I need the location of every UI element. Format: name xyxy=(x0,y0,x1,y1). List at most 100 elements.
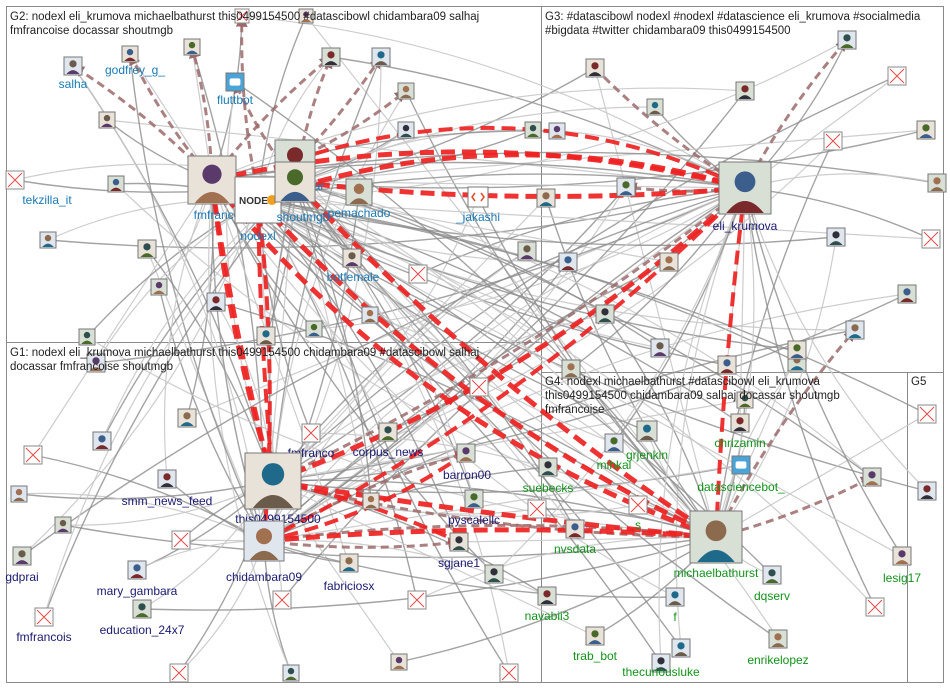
vertex-fmfranco[interactable]: fmfranco xyxy=(187,155,241,222)
vertex-unlabeled-avatar[interactable] xyxy=(371,47,391,67)
vertex-unlabeled-broken[interactable] xyxy=(917,404,937,424)
vertex-barron00[interactable]: barron00 xyxy=(443,443,491,482)
vertex-godfrey-g-[interactable]: godfrey_g_ xyxy=(105,45,165,77)
vertex-dqserv[interactable]: dqserv xyxy=(754,565,790,603)
vertex-pyscalellc[interactable]: pyscalellc xyxy=(448,489,500,527)
vertex-michaelbathurst[interactable]: michaelbathurst xyxy=(674,510,759,580)
vertex-unlabeled-avatar[interactable] xyxy=(54,516,72,534)
vertex-unlabeled-avatar[interactable] xyxy=(548,122,566,140)
vertex-unlabeled-avatar[interactable] xyxy=(282,664,300,682)
vertex--jakashi[interactable]: _jakashi xyxy=(455,186,500,224)
vertex-unlabeled-broken[interactable] xyxy=(234,8,250,24)
vertex-unlabeled-avatar[interactable] xyxy=(735,81,755,101)
vertex-pemachado[interactable]: pemachado xyxy=(328,178,391,220)
vertex-fluttbot[interactable]: fluttbot xyxy=(217,72,254,107)
vertex-unlabeled-avatar[interactable] xyxy=(837,30,857,50)
vertex-unlabeled-avatar[interactable] xyxy=(390,653,408,671)
vertex-tekzilla-it[interactable]: tekzilla_it xyxy=(5,170,72,207)
vertex-unlabeled-avatar[interactable] xyxy=(177,408,197,428)
vertex-enrikelopez[interactable]: enrikelopez xyxy=(747,629,809,667)
vertex-datasciencebot-[interactable]: datasciencebot_ xyxy=(697,455,785,494)
vertex-unlabeled-avatar[interactable] xyxy=(536,188,556,208)
vertex-unlabeled-avatar[interactable] xyxy=(517,241,537,261)
vertex-unlabeled-avatar[interactable] xyxy=(897,284,917,304)
vertex-unlabeled-avatar[interactable] xyxy=(787,340,807,360)
vertex-chidambara09[interactable]: chidambara09 xyxy=(226,520,302,584)
vertex-thecuriousluke[interactable]: thecuriousluke xyxy=(622,653,700,679)
vertex-unlabeled-avatar[interactable] xyxy=(558,252,578,272)
vertex-unlabeled-avatar[interactable] xyxy=(659,252,679,272)
vertex-unlabeled-avatar[interactable] xyxy=(86,353,106,373)
vertex-f[interactable]: f xyxy=(665,587,685,624)
vertex-unlabeled-avatar[interactable] xyxy=(595,304,615,324)
vertex-unlabeled-broken[interactable] xyxy=(865,597,885,617)
vertex-unlabeled-broken[interactable] xyxy=(499,663,519,683)
vertex-unlabeled-avatar[interactable] xyxy=(107,175,125,193)
vertex-unlabeled-avatar[interactable] xyxy=(305,320,323,338)
vertex-botfemale[interactable]: botfemale xyxy=(327,248,380,284)
vertex-mary-gambara[interactable]: mary_gambara xyxy=(97,560,178,598)
vertex-mihkal[interactable]: mihkal xyxy=(597,433,632,472)
vertex-unlabeled-avatar[interactable] xyxy=(397,82,415,100)
vertex-unlabeled-avatar[interactable] xyxy=(298,8,314,24)
vertex-unlabeled-avatar[interactable] xyxy=(561,359,581,379)
vertex-education-24x7[interactable]: education_24x7 xyxy=(100,599,185,637)
vertex-unlabeled-avatar[interactable] xyxy=(650,338,670,358)
vertex-unlabeled-avatar[interactable] xyxy=(917,481,937,501)
vertex-unlabeled-avatar[interactable] xyxy=(150,278,168,296)
vertex-grjenkin[interactable]: grjenkin xyxy=(626,420,668,462)
vertex-trab-bot[interactable]: trab_bot xyxy=(573,626,618,663)
vertex-lesig17[interactable]: lesig17 xyxy=(883,546,921,585)
vertex-unlabeled-broken[interactable] xyxy=(887,66,907,86)
vertex-s[interactable]: s xyxy=(628,495,648,532)
vertex-unlabeled-avatar[interactable] xyxy=(183,38,201,56)
vertex-unlabeled-avatar[interactable] xyxy=(98,111,116,129)
vertex-unlabeled-avatar[interactable] xyxy=(826,227,846,247)
vertex-suebecks[interactable]: suebecks xyxy=(523,457,574,495)
vertex-unlabeled-avatar[interactable] xyxy=(321,47,341,67)
vertex-unlabeled-avatar[interactable] xyxy=(39,231,57,249)
vertex-chrizamin[interactable]: chrizamin xyxy=(714,413,766,450)
vertex-unlabeled-broken[interactable] xyxy=(407,590,427,610)
vertex-salha[interactable]: salha xyxy=(59,56,88,91)
vertex-smm-news-feed[interactable]: smm_news_feed xyxy=(122,469,213,508)
vertex-unlabeled-avatar[interactable] xyxy=(646,98,664,116)
vertex-unlabeled-avatar[interactable] xyxy=(362,492,380,510)
vertex-shoutmgb[interactable]: shoutmgb xyxy=(274,161,330,224)
vertex-unlabeled-avatar[interactable] xyxy=(717,355,737,375)
vertex-unlabeled-broken[interactable] xyxy=(527,499,547,519)
vertex-unlabeled-avatar[interactable] xyxy=(927,173,947,193)
vertex-gdprai[interactable]: gdprai xyxy=(5,546,39,584)
vertex-unlabeled-avatar[interactable] xyxy=(671,638,691,658)
vertex-unlabeled-broken[interactable] xyxy=(408,264,428,284)
vertex-navabii3[interactable]: navabii3 xyxy=(525,586,570,623)
vertex-unlabeled-avatar[interactable] xyxy=(862,467,882,487)
vertex-unlabeled-avatar[interactable] xyxy=(524,121,542,139)
vertex-unlabeled-avatar[interactable] xyxy=(397,121,415,139)
vertex-eli-krumova[interactable]: eli_krumova xyxy=(713,161,778,233)
vertex-nvsdata[interactable]: nvsdata xyxy=(554,519,596,556)
vertex-corpus-news[interactable]: corpus_news xyxy=(353,422,424,459)
vertex-unlabeled-broken[interactable] xyxy=(171,530,191,550)
vertex-unlabeled-avatar[interactable] xyxy=(10,485,28,503)
vertex-unlabeled-broken[interactable] xyxy=(921,229,941,249)
vertex-unlabeled-avatar[interactable] xyxy=(361,306,379,324)
vertex-fmfrancois[interactable]: fmfrancois xyxy=(16,607,72,644)
vertex-unlabeled-avatar[interactable] xyxy=(256,326,276,346)
vertex-unlabeled-avatar[interactable] xyxy=(484,564,504,584)
vertex-unlabeled-avatar[interactable] xyxy=(736,391,754,409)
vertex-unlabeled-avatar[interactable] xyxy=(616,177,636,197)
vertex-unlabeled-avatar[interactable] xyxy=(845,320,865,340)
vertex-sgjane1[interactable]: sgjane1 xyxy=(438,532,480,570)
vertex-unlabeled-avatar[interactable] xyxy=(78,328,96,346)
vertex-unlabeled-broken[interactable] xyxy=(169,663,189,683)
vertex-unlabeled-avatar[interactable] xyxy=(585,58,605,78)
vertex-unlabeled-avatar[interactable] xyxy=(92,431,112,451)
vertex-unlabeled-avatar[interactable] xyxy=(206,292,226,312)
vertex-unlabeled-broken[interactable] xyxy=(272,590,292,610)
vertex-unlabeled-avatar[interactable] xyxy=(137,239,157,259)
vertex-unlabeled-broken[interactable] xyxy=(469,377,489,397)
vertex-fabriciosx[interactable]: fabriciosx xyxy=(324,553,375,593)
vertex-unlabeled-avatar[interactable] xyxy=(916,120,936,140)
